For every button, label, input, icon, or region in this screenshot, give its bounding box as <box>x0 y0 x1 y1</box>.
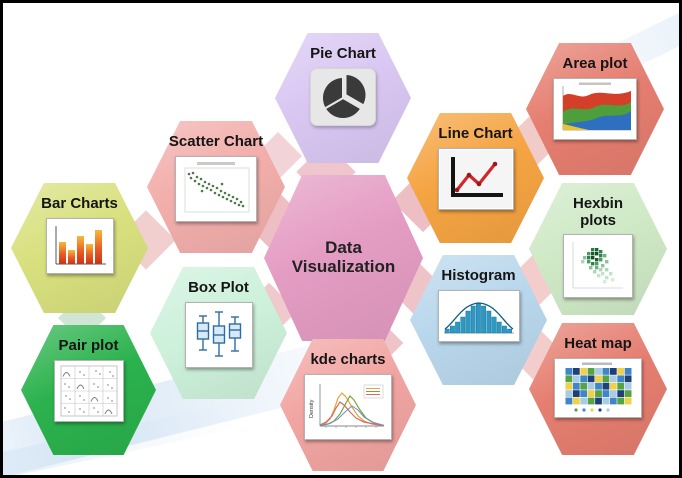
pair-plot-label: Pair plot <box>58 337 119 354</box>
scatter-chart-label: Scatter Chart <box>168 133 264 150</box>
box-plot-label: Box Plot <box>188 279 249 296</box>
area-plot-icon <box>555 79 635 138</box>
area-plot-label: Area plot <box>562 55 628 72</box>
line-chart-icon <box>439 149 512 208</box>
line-chart-label: Line Chart <box>438 125 513 142</box>
hexagon-hexbin-plots-node[interactable]: Hexbin plots <box>529 183 667 315</box>
bar-chart-icon <box>47 219 112 272</box>
hexagon-shape <box>264 175 423 341</box>
scatter-chart-thumbnail <box>175 155 257 222</box>
hexagon-pair-plot-node[interactable]: Pair plot <box>21 325 156 455</box>
heat-map-thumbnail <box>554 357 642 418</box>
hexbin-plots-label: Hexbin plots <box>572 195 623 229</box>
scatter-plot-icon <box>177 157 255 220</box>
bar-charts-label: Bar Charts <box>41 195 118 212</box>
box-plot-icon <box>186 303 251 366</box>
line-chart-thumbnail <box>437 147 514 210</box>
pie-chart-icon <box>320 72 368 120</box>
pair-plot-icon <box>55 361 122 420</box>
kde-plot-icon: Density <box>306 375 390 438</box>
pie-chart-label: Pie Chart <box>310 45 376 62</box>
area-plot-thumbnail <box>553 77 637 140</box>
hexagon-line-chart-node[interactable]: Line Chart <box>407 113 544 243</box>
heat-map-icon <box>556 359 640 416</box>
hexagon-area-plot-node[interactable]: Area plot <box>526 43 664 175</box>
bar-charts-thumbnail <box>45 217 114 274</box>
hexagon-shape <box>147 121 285 253</box>
hexagon-data-visualization-node[interactable]: Data Visualization <box>264 175 423 341</box>
pair-plot-thumbnail <box>53 359 124 422</box>
box-plot-thumbnail <box>184 301 253 368</box>
hexagon-scatter-chart-node[interactable]: Scatter Chart <box>147 121 285 253</box>
diagram-title: Data Visualization <box>291 238 396 276</box>
histogram-thumbnail <box>437 289 520 342</box>
kde-charts-thumbnail: Density <box>304 373 392 440</box>
pie-chart-thumbnail <box>310 67 376 126</box>
hexagon-pie-chart-node[interactable]: Pie Chart <box>275 33 411 163</box>
kde-charts-label: kde charts <box>310 351 386 368</box>
hexbin-plot-icon <box>565 236 631 296</box>
histogram-label: Histogram <box>441 267 516 284</box>
hexagon-bar-charts-node[interactable]: Bar Charts <box>11 183 148 313</box>
kde-ylabel: Density <box>309 399 315 418</box>
hexagon-heat-map-node[interactable]: Heat map <box>529 323 667 455</box>
hexbin-plots-thumbnail <box>563 234 633 298</box>
hexagon-kde-charts-node[interactable]: kde charts Density <box>280 339 416 471</box>
heat-map-label: Heat map <box>564 335 632 352</box>
histogram-icon <box>439 291 518 340</box>
hexagon-histogram-node[interactable]: Histogram <box>410 255 547 385</box>
